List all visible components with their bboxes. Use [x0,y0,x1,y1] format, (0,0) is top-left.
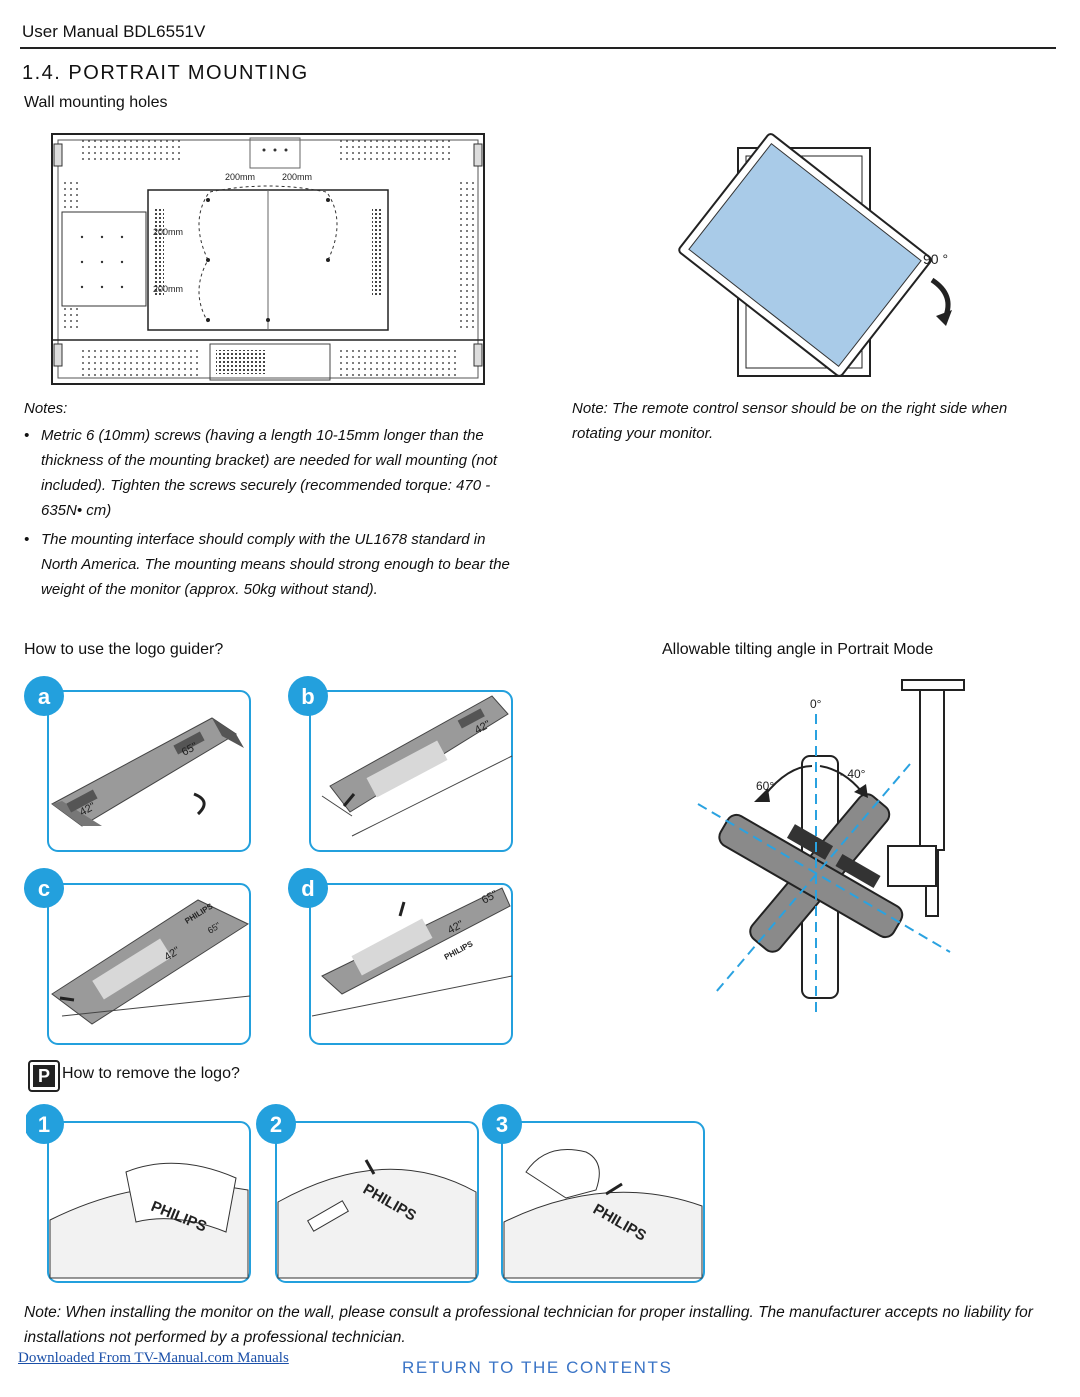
tilt-diagram: 0° 60° - 40° [697,679,965,1018]
return-to-contents-link[interactable]: RETURN TO THE CONTENTS [402,1358,673,1377]
step-d-badge [288,868,328,908]
tilt-title: Allowable tilting angle in Portrait Mode [662,641,934,658]
step-b-label: b [301,684,314,709]
section-title: 1.4. PORTRAIT MOUNTING [22,62,309,84]
rotation-diagram: 90 ° [678,133,952,377]
tip-icon: P [28,1060,60,1092]
note-bullet-1: Metric 6 (10mm) screws (having a length … [24,423,514,523]
download-source-link[interactable]: Downloaded From TV-Manual.com Manuals [18,1350,289,1366]
note-bullet-2: The mounting interface should comply wit… [24,527,514,602]
tilt-angle-0: 0° [810,697,822,711]
wall-subtitle: Wall mounting holes [24,94,168,111]
step-2-label: 2 [270,1112,282,1137]
footer-note: Note: When installing the monitor on the… [24,1304,1033,1346]
remote-note: Note: The remote control sensor should b… [572,400,1008,442]
step-2-badge [256,1104,296,1144]
tilt-angle-minus40: - 40° [840,767,866,781]
step-3-label: 3 [496,1112,508,1137]
step-b-badge [288,676,328,716]
step-3-badge [482,1104,522,1144]
step-c-badge [24,868,64,908]
tip-icon-letter: P [33,1065,55,1087]
step-a-badge [24,676,64,716]
rotation-angle-label: 90 ° [923,251,948,267]
remove-logo-title: How to remove the logo? [62,1065,240,1082]
wall-mounting-diagram: 200mm 200mm 200mm 200mm [51,133,485,385]
step-a-label: a [38,684,51,709]
step-1-badge [26,1104,64,1144]
dim-v1: 200mm [153,227,183,237]
dim-h1: 200mm [225,172,255,182]
tilt-angle-60: 60° [756,779,774,793]
dim-h2: 200mm [282,172,312,182]
notes-heading: Notes: [24,400,68,417]
notes-block: Notes: Metric 6 (10mm) screws (having a … [24,396,514,602]
logo-guider-title: How to use the logo guider? [24,641,224,658]
dim-v2: 200mm [153,284,183,294]
header-rule [20,47,1056,49]
page-header: User Manual BDL6551V [22,22,206,41]
step-c-label: c [38,876,50,901]
step-1-label: 1 [38,1112,50,1137]
step-d-label: d [301,876,314,901]
rotate-arrow-icon [936,310,952,326]
remove-logo-steps: PHILIPS 1 PHILIPS 2 PHILIPS 3 [26,1104,705,1283]
logo-guider-steps: 42" 65" a 42" b PHILIPS 42" 65" c 42" 65… [24,676,513,1045]
